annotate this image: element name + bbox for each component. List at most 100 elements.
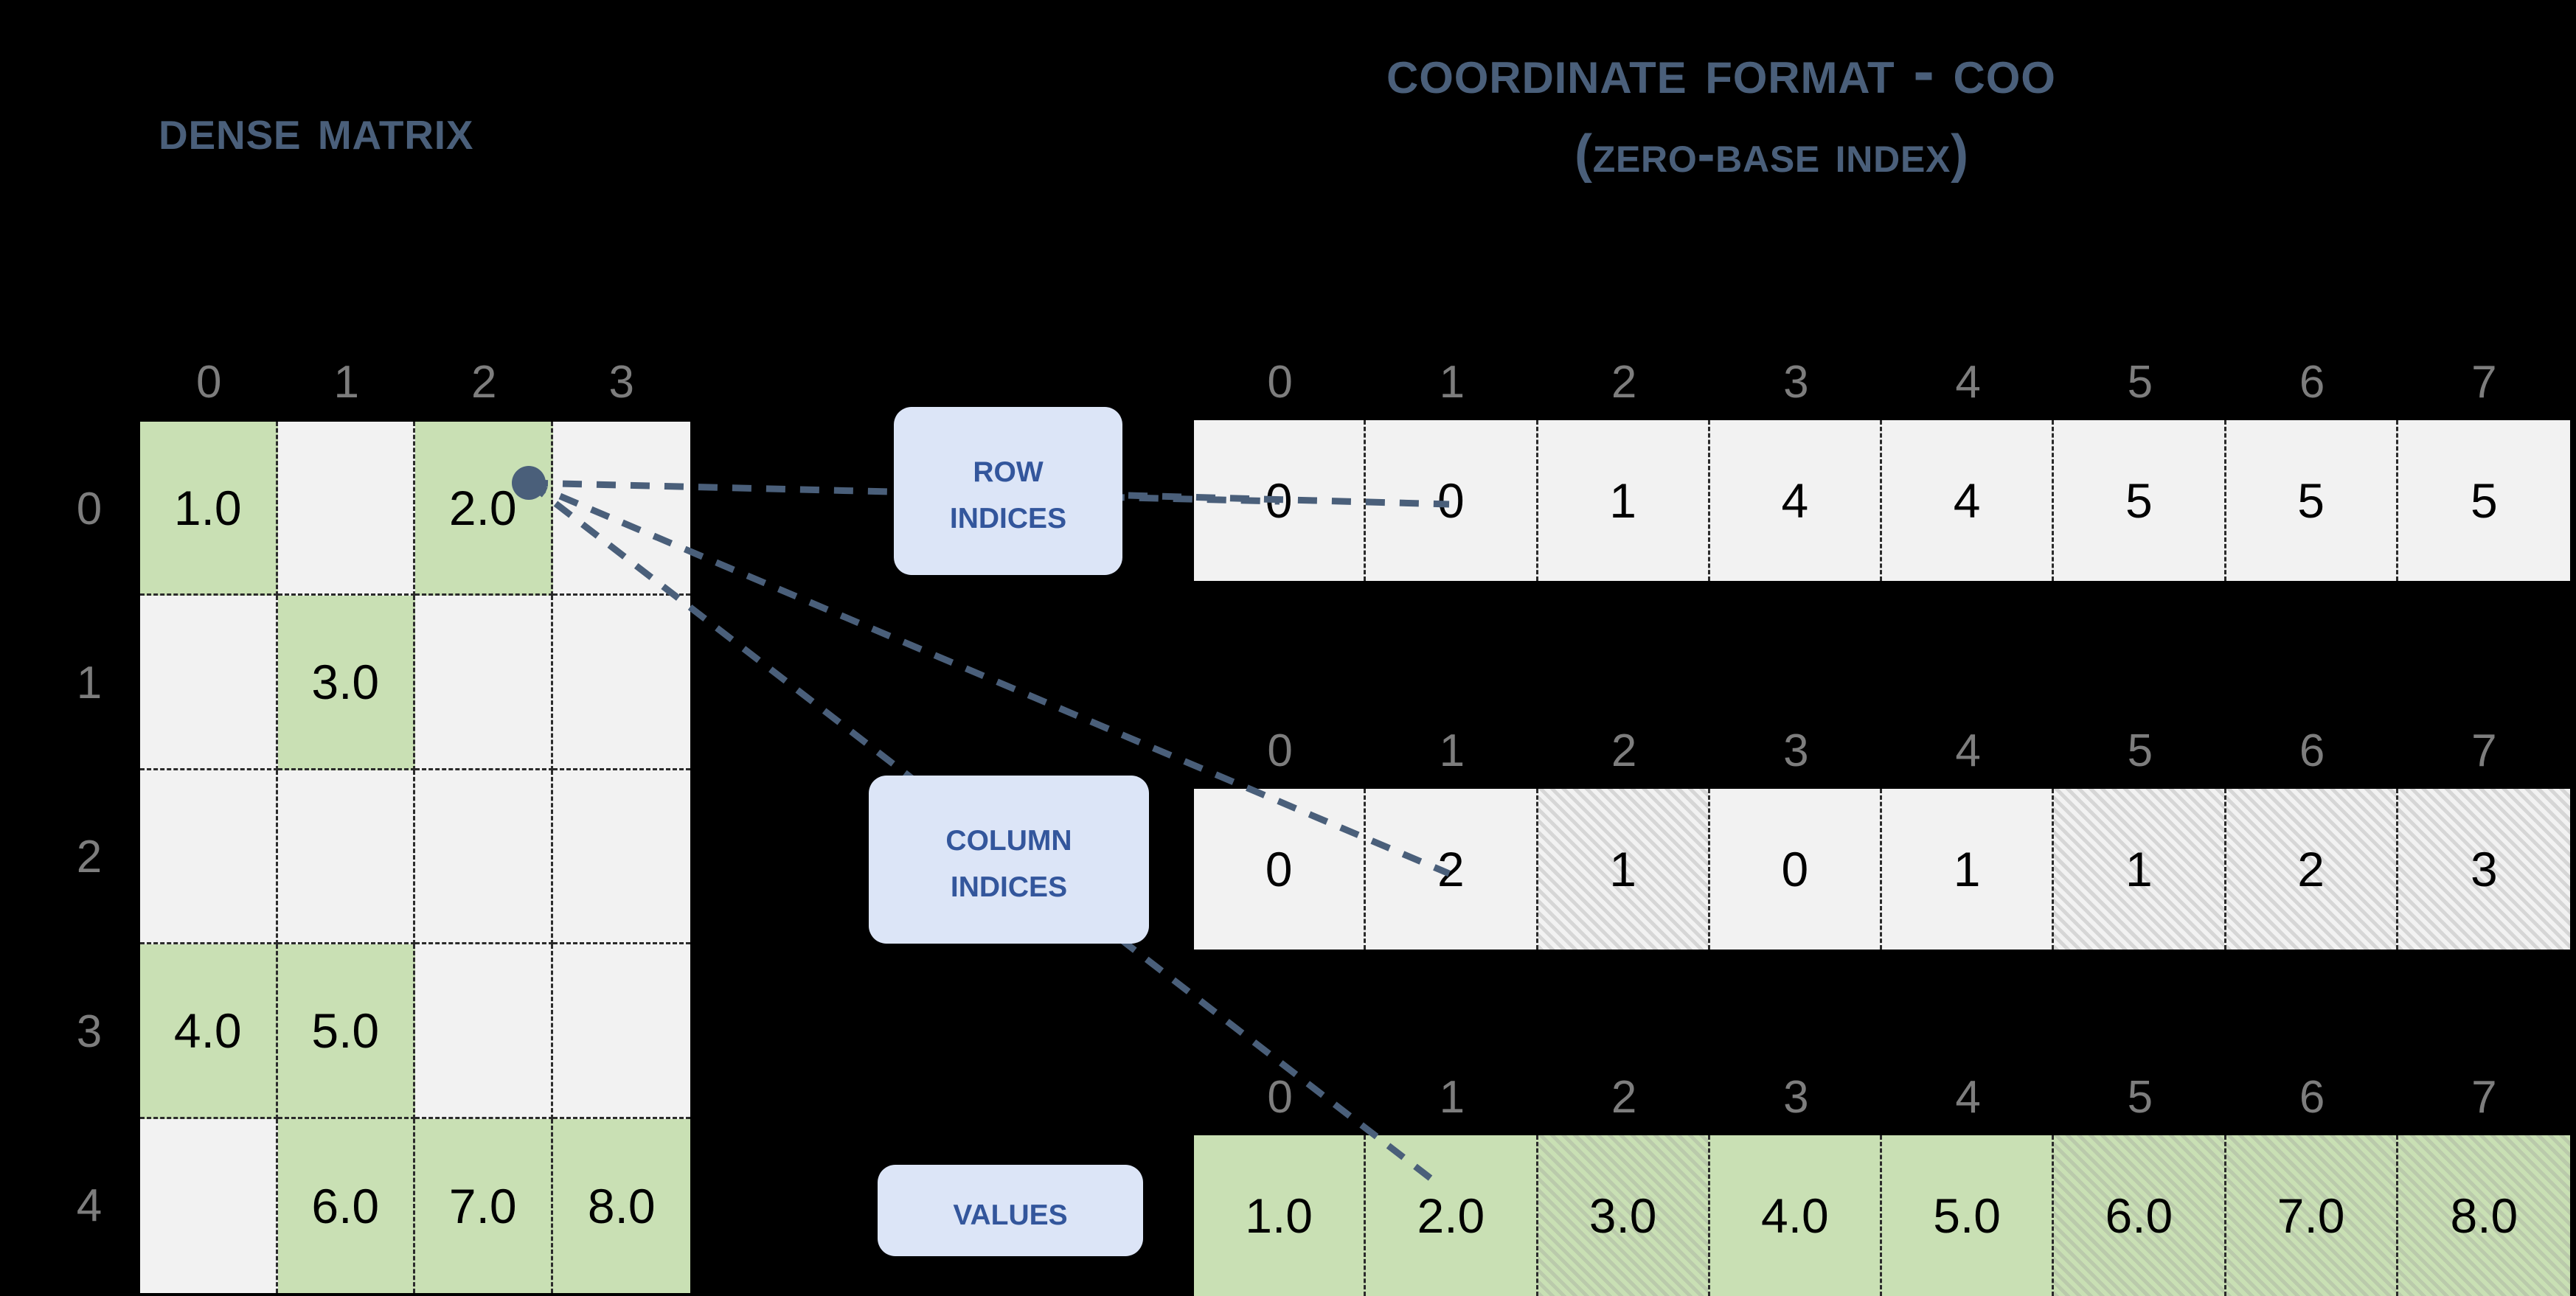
- selected-element-marker-dot[interactable]: [512, 466, 546, 500]
- row-indices-header-5: 5: [2127, 357, 2153, 408]
- column-indices-cell-value: 0: [1265, 842, 1293, 896]
- column-indices-header-7: 7: [2471, 725, 2497, 776]
- matrix-row-header-0: 0: [76, 483, 103, 534]
- column-indices-header-1: 1: [1439, 725, 1465, 776]
- column-indices-cell-value: 2: [1437, 842, 1465, 896]
- column-indices-header-2: 2: [1611, 725, 1637, 776]
- matrix-cell-r0-c3[interactable]: [552, 422, 690, 596]
- row-indices-cell-value: 4: [1953, 473, 1981, 528]
- values-cell-6[interactable]: 7.0: [2226, 1135, 2398, 1296]
- matrix-cell-r1-c3[interactable]: [552, 596, 690, 770]
- row-indices-cell-1[interactable]: 0: [1366, 420, 1538, 581]
- values-cell-5[interactable]: 6.0: [2054, 1135, 2226, 1296]
- matrix-cell-r1-c0[interactable]: [140, 596, 278, 770]
- matrix-cell-r3-c2[interactable]: [415, 944, 553, 1119]
- column-indices-cell-5[interactable]: 1: [2054, 789, 2226, 950]
- values-cell-2[interactable]: 3.0: [1538, 1135, 1710, 1296]
- matrix-row-header-4: 4: [76, 1180, 103, 1232]
- column-indices-cell-3[interactable]: 0: [1709, 789, 1882, 950]
- values-cell-7[interactable]: 8.0: [2398, 1135, 2571, 1296]
- matrix-row-header-2: 2: [76, 832, 103, 883]
- matrix-row-header-3: 3: [76, 1006, 103, 1057]
- matrix-cell-r1-c2[interactable]: [415, 596, 553, 770]
- row-indices-cell-value: 5: [2125, 473, 2153, 528]
- matrix-cell-r2-c1[interactable]: [277, 770, 415, 945]
- row-indices-cell-7[interactable]: 5: [2398, 420, 2570, 581]
- coo-format-title: Coordinate Format - COO: [1386, 36, 2056, 107]
- row-indices-cell-4[interactable]: 4: [1882, 420, 2055, 581]
- column-indices-header-0: 0: [1267, 725, 1293, 776]
- column-indices-cell-6[interactable]: 2: [2226, 789, 2398, 950]
- matrix-cell-r4-c1[interactable]: 6.0: [277, 1118, 415, 1293]
- matrix-cell-value: 3.0: [311, 655, 380, 710]
- row-indices-header-2: 2: [1611, 357, 1637, 408]
- values-cell-value: 5.0: [1933, 1188, 2001, 1243]
- row-indices-cell-2[interactable]: 1: [1538, 420, 1710, 581]
- values-header-3: 3: [1783, 1072, 1809, 1123]
- matrix-cell-r4-c3[interactable]: 8.0: [552, 1118, 690, 1293]
- values-label-badge[interactable]: Values: [878, 1165, 1143, 1256]
- row-indices-cell-5[interactable]: 5: [2054, 420, 2226, 581]
- column-indices-cell-value: 1: [1609, 842, 1636, 896]
- matrix-cell-r3-c3[interactable]: [552, 944, 690, 1119]
- matrix-cell-r0-c1[interactable]: [277, 422, 415, 596]
- row-indices-cell-value: 0: [1437, 473, 1465, 528]
- values-cell-4[interactable]: 5.0: [1882, 1135, 2055, 1296]
- column-indices-cell-4[interactable]: 1: [1882, 789, 2055, 950]
- row-indices-cell-value: 4: [1781, 473, 1809, 528]
- matrix-cell-r0-c0[interactable]: 1.0: [140, 422, 278, 596]
- matrix-cell-r1-c1[interactable]: 3.0: [277, 596, 415, 770]
- values-header-7: 7: [2471, 1072, 2497, 1123]
- matrix-cell-value: 7.0: [448, 1178, 517, 1233]
- row-indices-cell-value: 5: [2471, 473, 2498, 528]
- matrix-row-header-1: 1: [76, 658, 103, 709]
- values-header-1: 1: [1439, 1072, 1465, 1123]
- matrix-cell-r0-c2[interactable]: 2.0: [415, 422, 553, 596]
- column-indices-cell-1[interactable]: 2: [1366, 789, 1538, 950]
- row-indices-label-badge[interactable]: RowIndices: [894, 407, 1122, 575]
- column-indices-cell-value: 3: [2471, 842, 2498, 896]
- matrix-cell-r2-c0[interactable]: [140, 770, 278, 945]
- row-indices-cell-value: 0: [1265, 473, 1293, 528]
- values-header-6: 6: [2299, 1072, 2325, 1123]
- row-indices-header-0: 0: [1267, 357, 1293, 408]
- row-indices-cell-6[interactable]: 5: [2226, 420, 2398, 581]
- matrix-cell-r4-c0[interactable]: [140, 1118, 278, 1293]
- matrix-cell-r2-c3[interactable]: [552, 770, 690, 945]
- matrix-cell-r3-c0[interactable]: 4.0: [140, 944, 278, 1119]
- column-indices-header-4: 4: [1955, 725, 1981, 776]
- column-indices-cell-7[interactable]: 3: [2398, 789, 2571, 950]
- matrix-cell-r3-c1[interactable]: 5.0: [277, 944, 415, 1119]
- values-cell-3[interactable]: 4.0: [1709, 1135, 1882, 1296]
- column-indices-header-5: 5: [2127, 725, 2153, 776]
- row-indices-label-line-0: Row: [973, 444, 1044, 491]
- column-indices-label-badge[interactable]: ColumnIndices: [869, 776, 1149, 944]
- row-indices-header-3: 3: [1783, 357, 1809, 408]
- matrix-cell-r2-c2[interactable]: [415, 770, 553, 945]
- coo-format-subtitle: (zero-base index): [1575, 125, 1969, 184]
- matrix-cell-value: 2.0: [448, 480, 517, 535]
- matrix-cell-r4-c2[interactable]: 7.0: [415, 1118, 553, 1293]
- column-indices-cell-0[interactable]: 0: [1194, 789, 1367, 950]
- column-indices-cell-value: 2: [2297, 842, 2325, 896]
- column-indices-cell-value: 1: [1953, 842, 1981, 896]
- values-cell-value: 6.0: [2105, 1188, 2173, 1243]
- row-indices-label-line-1: Indices: [949, 490, 1067, 537]
- values-cell-1[interactable]: 2.0: [1366, 1135, 1538, 1296]
- values-header-4: 4: [1955, 1072, 1981, 1123]
- row-indices-cell-0[interactable]: 0: [1194, 420, 1367, 581]
- row-indices-cell-3[interactable]: 4: [1709, 420, 1882, 581]
- values-cell-value: 2.0: [1417, 1188, 1485, 1243]
- row-indices-header-1: 1: [1439, 357, 1465, 408]
- values-cell-value: 7.0: [2277, 1188, 2345, 1243]
- values-cell-0[interactable]: 1.0: [1194, 1135, 1367, 1296]
- matrix-column-header-0: 0: [196, 357, 222, 408]
- matrix-column-header-3: 3: [608, 357, 634, 408]
- column-indices-cell-2[interactable]: 1: [1538, 789, 1710, 950]
- column-indices-label-line-0: Column: [945, 812, 1072, 860]
